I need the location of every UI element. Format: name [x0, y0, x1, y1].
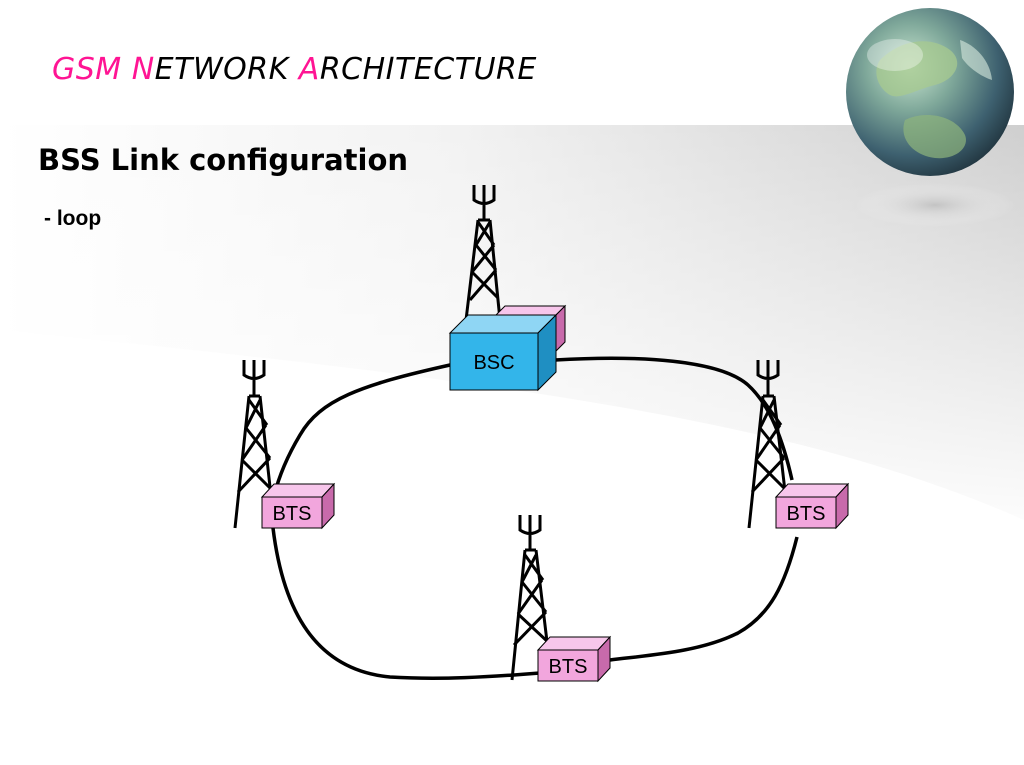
title-part-2: N — [131, 52, 155, 87]
slide-subtitle: BSS Link configuration — [38, 143, 409, 177]
bsc-node: BSC — [448, 304, 567, 392]
bts-node-bottom: BTS — [536, 635, 612, 683]
link-bsc-bts-left — [272, 363, 451, 497]
link-bts-left-bts-bottom — [271, 527, 541, 680]
bsc-label: BSC — [473, 352, 514, 374]
bts-node-right: BTS — [774, 482, 850, 530]
bts-node-left: BTS — [260, 482, 336, 530]
bts-right-label: BTS — [787, 503, 826, 525]
link-bts-right-bts-bottom — [609, 536, 799, 662]
globe-icon — [846, 8, 1015, 227]
title-part-5: RCHITECTURE — [319, 52, 537, 87]
bullet-loop: - loop — [44, 207, 102, 230]
page-title: GSM NETWORK ARCHITECTURE — [52, 52, 537, 88]
antenna-tower-icon — [233, 360, 274, 529]
bts-left-label: BTS — [273, 503, 312, 525]
antenna-tower-icon — [747, 360, 788, 529]
antenna-tower-icon — [510, 515, 550, 681]
title-part-3: ETWORK — [154, 52, 299, 87]
bts-bottom-label: BTS — [549, 656, 588, 678]
title-part-4: A — [298, 52, 320, 87]
title-part-1: GSM — [52, 52, 132, 87]
antenna-tower-icon — [464, 185, 502, 321]
